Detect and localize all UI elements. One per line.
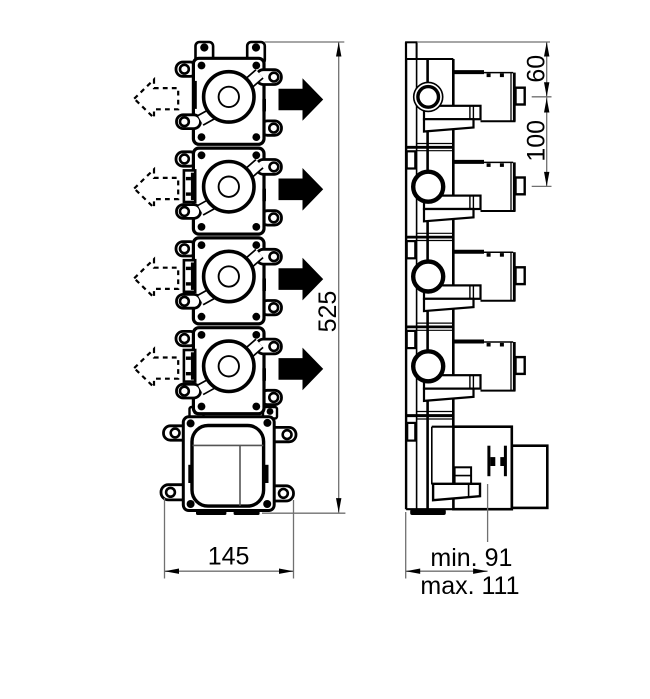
svg-text:100: 100 <box>522 120 550 162</box>
svg-text:min. 91: min. 91 <box>430 544 512 572</box>
svg-text:145: 145 <box>208 542 250 570</box>
svg-text:max. 111: max. 111 <box>420 572 519 600</box>
svg-text:525: 525 <box>314 291 342 333</box>
svg-text:60: 60 <box>523 55 551 83</box>
